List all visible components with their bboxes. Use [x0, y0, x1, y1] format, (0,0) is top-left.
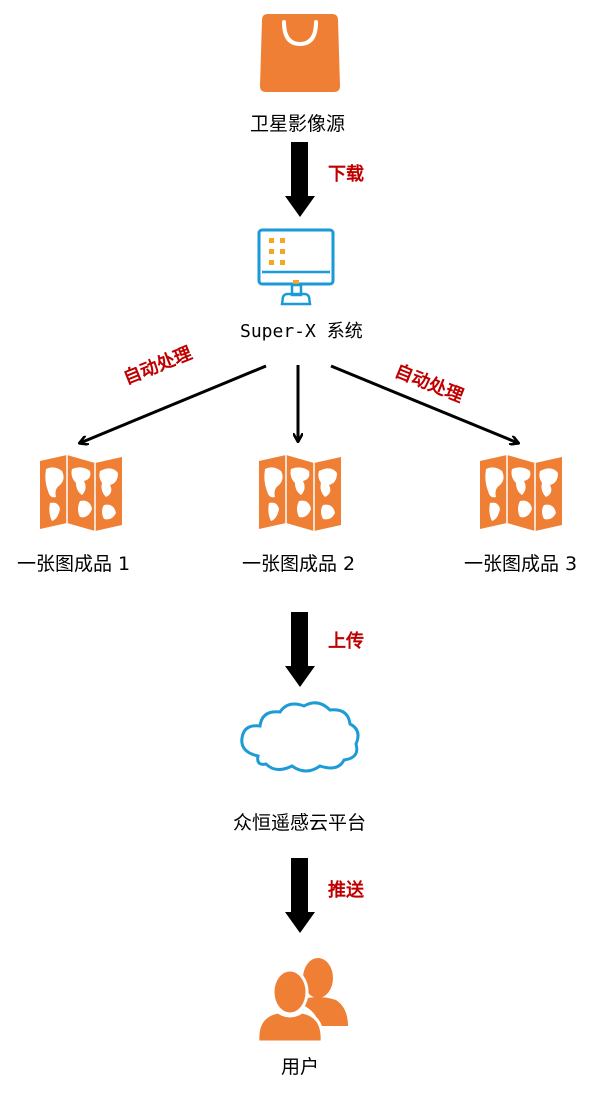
arrow-to-product3	[330, 364, 518, 443]
edge-label-download: 下载	[328, 164, 364, 185]
node-label-source: 卫星影像源	[250, 113, 346, 135]
shopping-bag-icon	[260, 14, 340, 92]
thick-arrow-upload	[285, 612, 315, 687]
node-label-product3: 一张图成品 3	[464, 553, 578, 575]
cloud-icon	[240, 701, 360, 773]
thick-arrow-push	[285, 858, 315, 933]
edge-label-push: 推送	[328, 880, 364, 901]
node-label-cloud: 众恒遥感云平台	[233, 812, 367, 834]
users-icon	[256, 958, 348, 1044]
node-label-product1: 一张图成品 1	[17, 553, 131, 575]
monitor-icon	[257, 228, 335, 306]
thick-arrow-download	[285, 142, 315, 217]
edge-label-upload: 上传	[328, 631, 364, 652]
arrow-to-product1	[80, 364, 267, 443]
map-icon	[40, 455, 122, 531]
map-icon	[480, 455, 562, 531]
node-label-system: Super-X 系统	[240, 321, 363, 342]
map-icon	[259, 455, 341, 531]
node-label-users: 用户	[281, 1056, 320, 1078]
node-label-product2: 一张图成品 2	[242, 553, 356, 575]
